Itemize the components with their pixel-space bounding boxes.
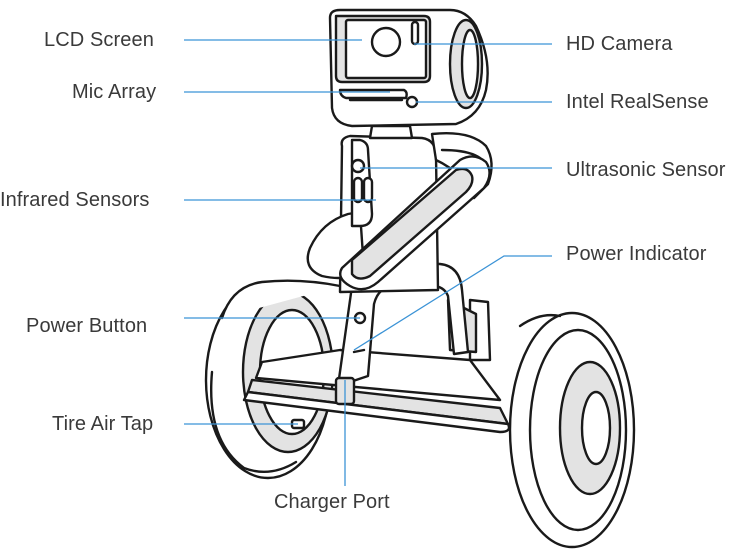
label-lcd-screen: LCD Screen bbox=[44, 29, 154, 51]
head bbox=[328, 8, 489, 128]
label-power-button: Power Button bbox=[26, 315, 148, 337]
label-mic-array: Mic Array bbox=[72, 81, 157, 103]
base-platform bbox=[220, 279, 511, 434]
label-hd-camera: HD Camera bbox=[566, 33, 673, 55]
label-ultrasonic-sensor: Ultrasonic Sensor bbox=[566, 159, 726, 181]
neck bbox=[368, 124, 414, 140]
label-tire-air-tap: Tire Air Tap bbox=[52, 413, 154, 435]
label-intel-realsense: Intel RealSense bbox=[566, 91, 709, 113]
label-charger-port: Charger Port bbox=[274, 491, 390, 513]
label-power-indicator: Power Indicator bbox=[566, 243, 707, 265]
right-wheel bbox=[508, 311, 636, 549]
leader-power-indicator bbox=[353, 255, 552, 351]
label-infrared-sensors: Infrared Sensors bbox=[0, 189, 150, 211]
arm bbox=[339, 155, 491, 291]
